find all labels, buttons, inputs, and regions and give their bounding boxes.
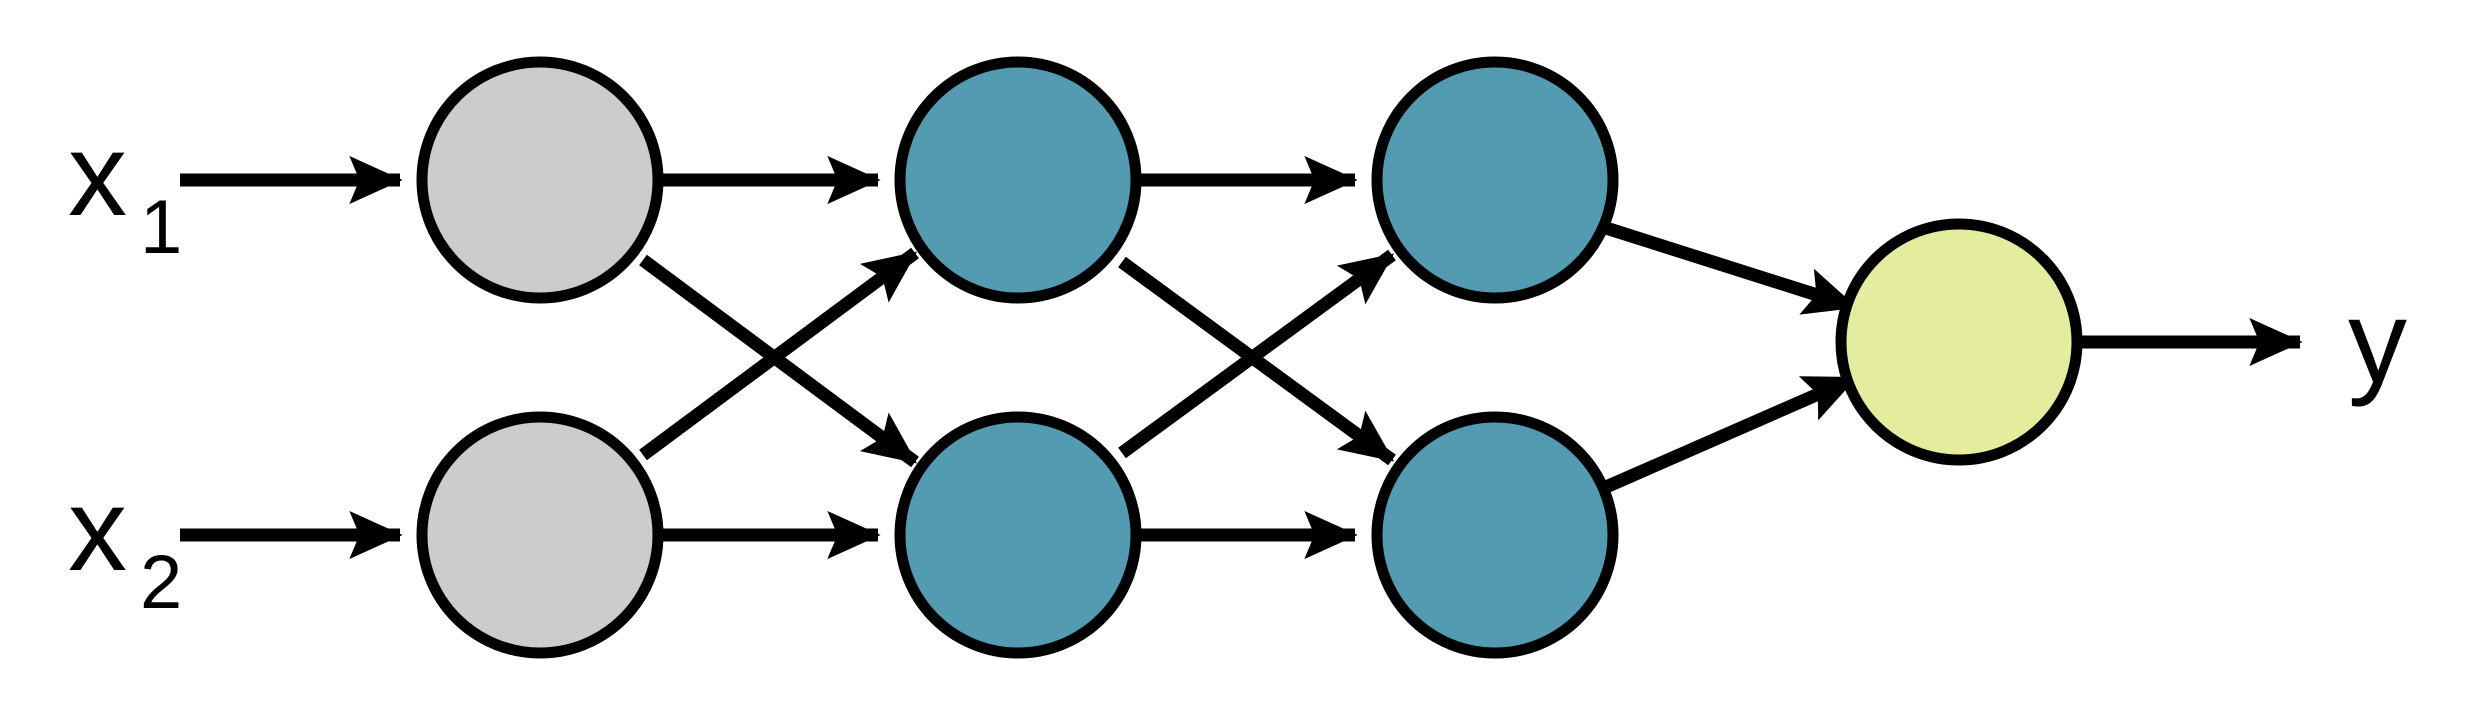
node-input-1[interactable] <box>416 56 664 304</box>
node-hidden1-1[interactable] <box>894 56 1142 304</box>
input-label-x2-base: x <box>68 464 127 596</box>
input-label-x1-base: x <box>68 109 127 241</box>
layer-output <box>1835 218 2083 466</box>
edge-group-hidden2-to-output <box>1603 221 1858 493</box>
output-label-y: y <box>2348 276 2407 408</box>
node-hidden2-1[interactable] <box>1371 56 1619 304</box>
edge-group-hidden1-to-hidden2 <box>1118 155 1396 560</box>
edge-h21-o1 <box>1604 221 1858 315</box>
input-label-x2-subscript: 2 <box>140 540 182 625</box>
node-hidden1-2[interactable] <box>894 411 1142 659</box>
edge-h12-h21 <box>1118 249 1396 459</box>
node-input-2[interactable] <box>416 411 664 659</box>
input-label-x1-subscript: 1 <box>140 185 182 270</box>
label-group: x 1 x 2 y <box>68 109 2407 625</box>
input-arrow-group <box>180 155 403 560</box>
layer-hidden-1 <box>894 56 1142 659</box>
layer-hidden-2 <box>1371 56 1619 659</box>
edge-group-input-to-hidden1 <box>639 155 919 560</box>
edge-h22-o1 <box>1603 372 1858 493</box>
edge-i2-h11 <box>639 247 919 461</box>
layer-input <box>416 56 664 659</box>
node-output-1[interactable] <box>1835 218 2083 466</box>
node-hidden2-2[interactable] <box>1371 411 1619 659</box>
